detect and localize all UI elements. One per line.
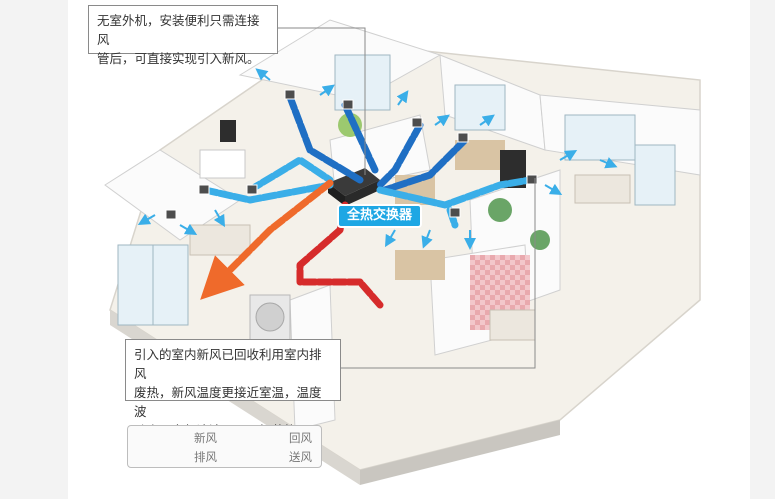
legend-label: 新风	[194, 431, 217, 445]
windows	[117, 54, 676, 326]
legend-label: 回风	[289, 431, 312, 445]
callout-leaders	[278, 27, 536, 369]
airflow-legend: 新风 回风 排风 送风	[127, 425, 322, 468]
air-vents	[165, 89, 538, 220]
legend-label: 送风	[289, 450, 312, 464]
callout-top-line-1: 无室外机，安装便利只需连接风	[97, 13, 260, 47]
heat-exchanger-unit	[328, 168, 380, 206]
heat-exchanger-label: 全热交换器	[337, 204, 422, 228]
airflow-arrows	[137, 68, 618, 250]
legend-label: 排风	[194, 450, 217, 464]
callout-bottom-line-1: 引入的室内新风已回收利用室内排风	[134, 347, 322, 381]
callout-no-outdoor-unit: 无室外机，安装便利只需连接风 管后，可直接实现引入新风。	[88, 5, 278, 66]
return-air-ducts	[286, 93, 469, 194]
exhaust-air-duct	[200, 179, 334, 300]
callout-energy-recovery: 引入的室内新风已回收利用室内排风 废热，新风温度更接近室温，温度波 动小，空气清…	[125, 339, 341, 438]
callout-bottom-line-2: 废热，新风温度更接近室温，温度波	[134, 385, 322, 419]
callout-top-line-2: 管后，可直接实现引入新风。	[97, 51, 260, 66]
right-margin	[750, 0, 775, 499]
left-margin	[0, 0, 68, 499]
outdoor-unit	[249, 294, 291, 341]
